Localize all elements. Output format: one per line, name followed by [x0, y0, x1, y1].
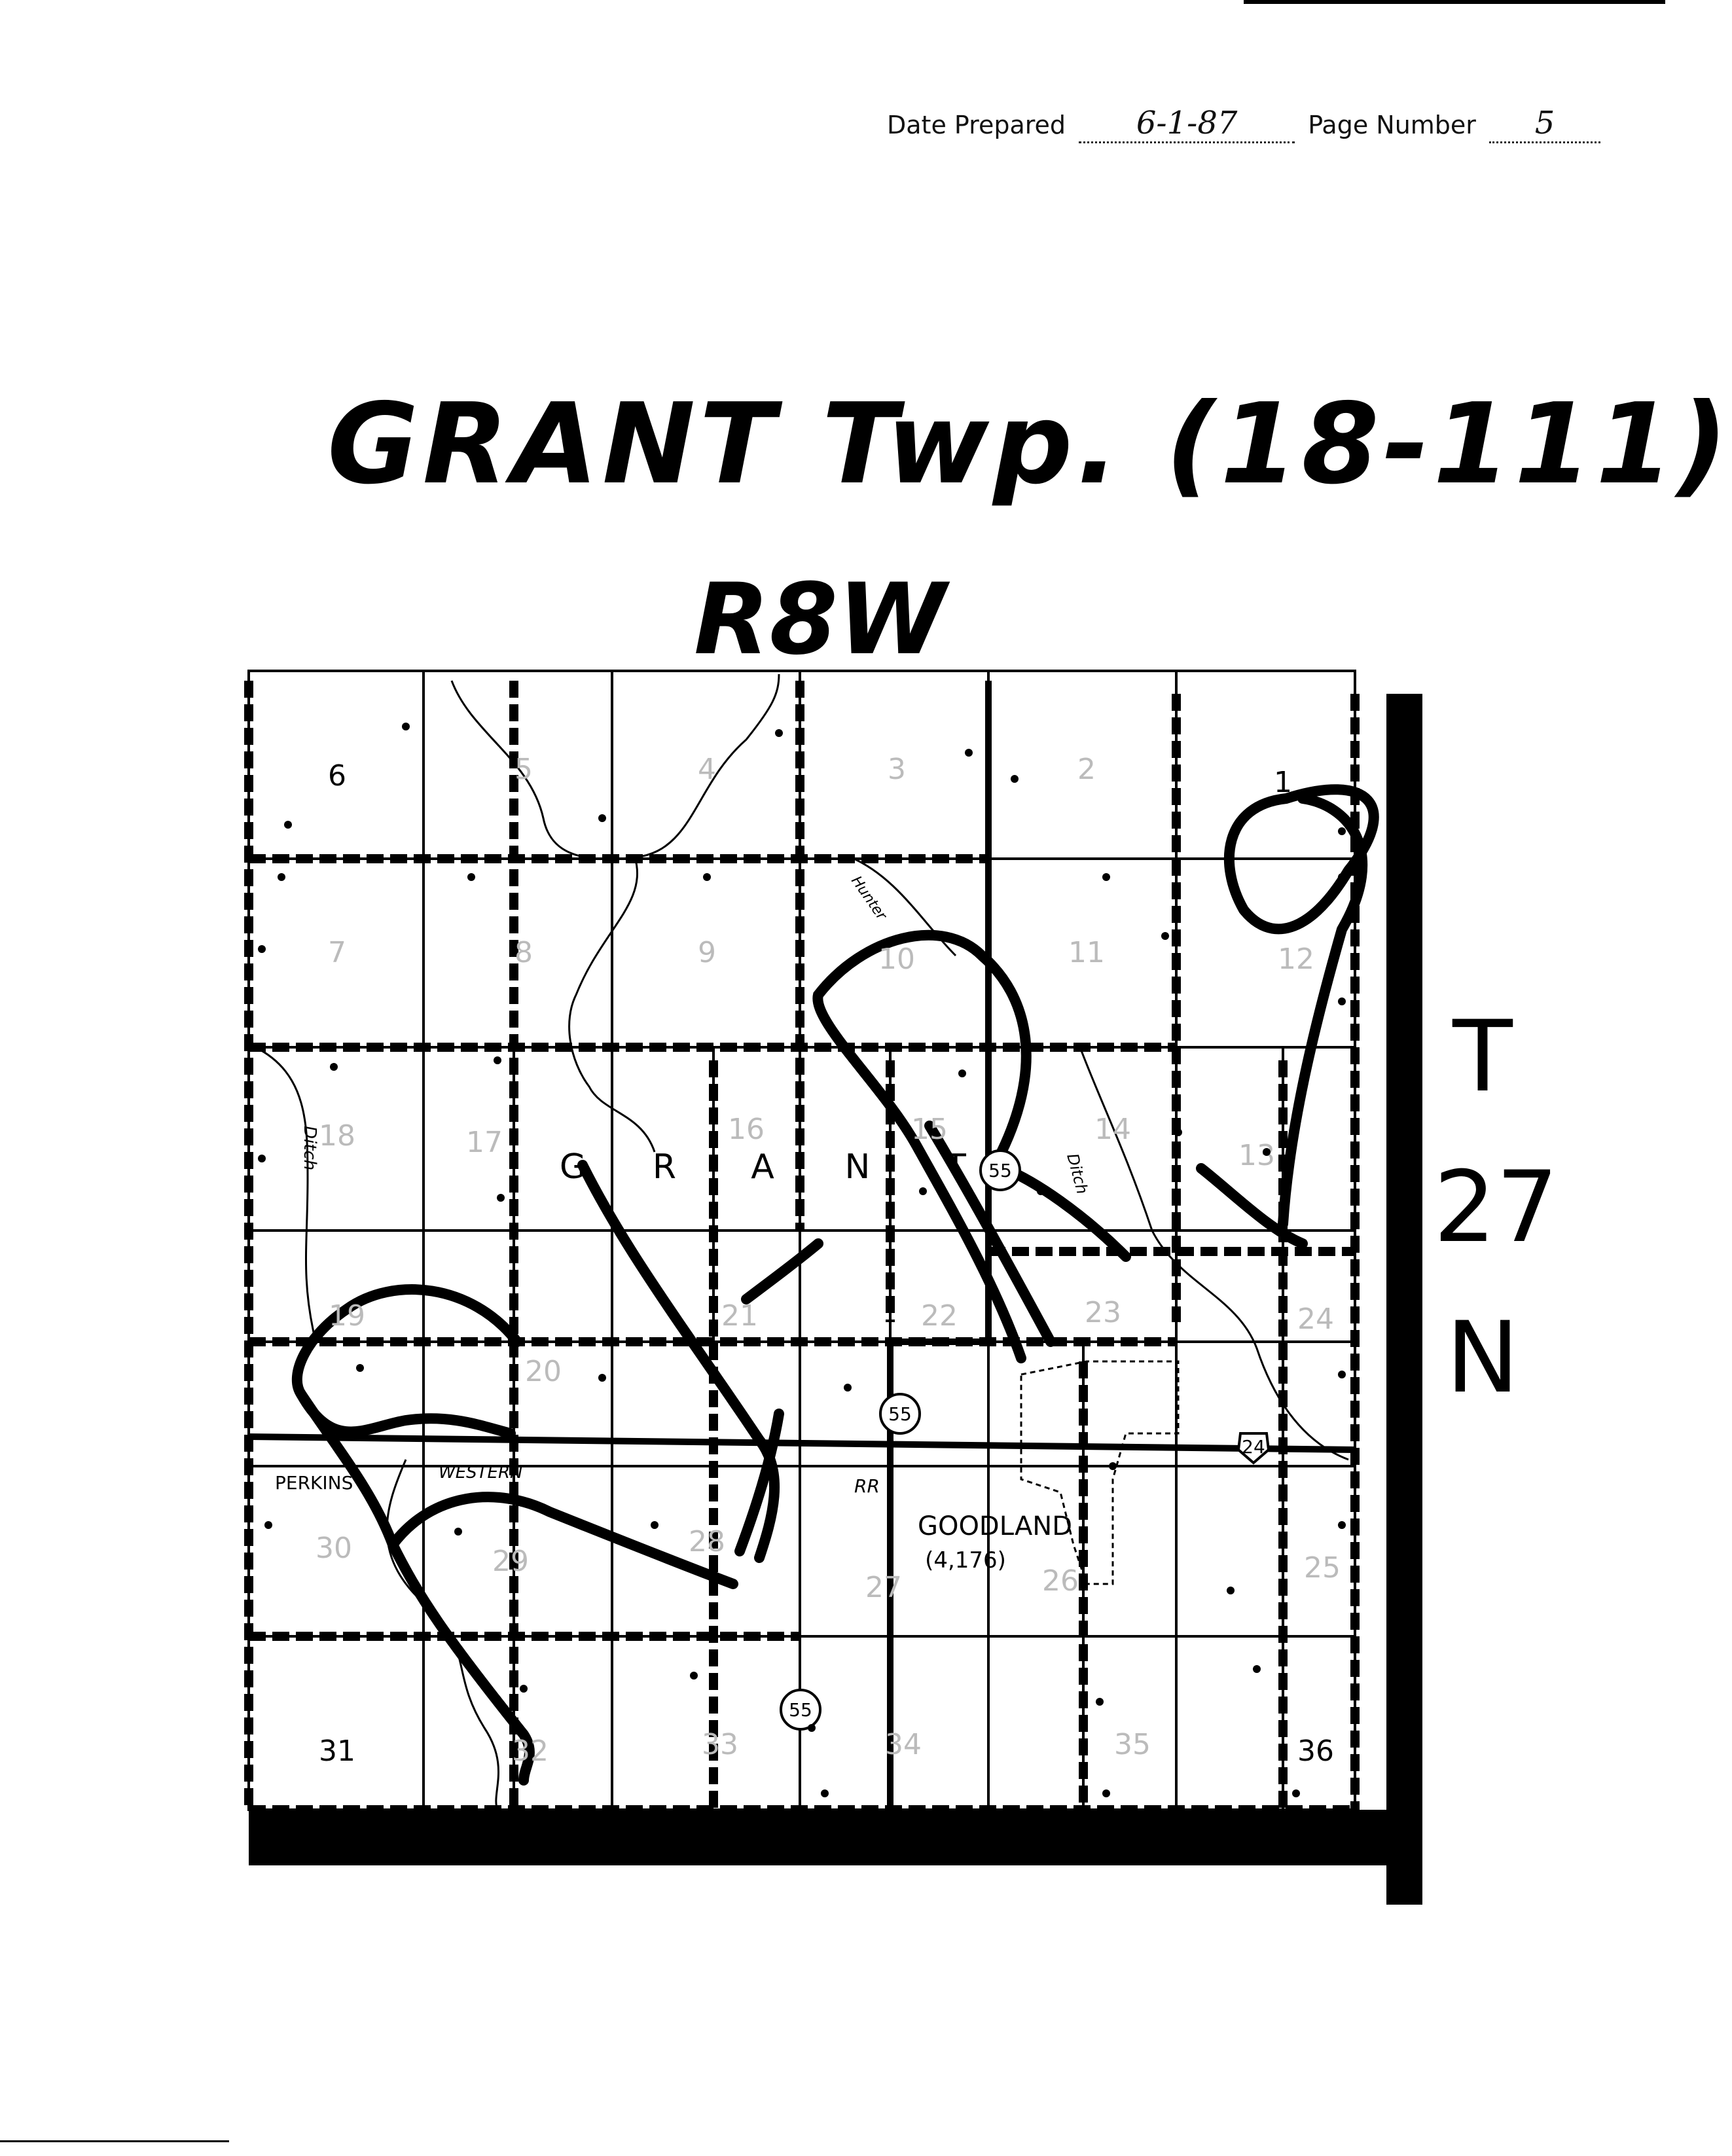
section-24: 24 [1297, 1303, 1334, 1336]
township-title: GRANT Twp. (18-111) [327, 380, 1732, 509]
section-36: 36 [1297, 1734, 1334, 1768]
svg-text:24: 24 [1242, 1436, 1265, 1458]
top-border-line [1244, 0, 1665, 4]
section-3: 3 [888, 753, 906, 786]
section-25: 25 [1304, 1551, 1341, 1585]
section-23: 23 [1085, 1296, 1121, 1329]
section-18: 18 [319, 1119, 355, 1153]
grant-letter-g: G [560, 1147, 586, 1187]
frame-shadow-right [1386, 694, 1422, 1905]
grant-letter-n: N [845, 1147, 871, 1187]
date-prepared-label: Date Prepared [887, 111, 1066, 139]
section-9: 9 [698, 936, 716, 969]
grant-letter-a: A [751, 1147, 774, 1187]
highway-24 [248, 1433, 1356, 1453]
frame-shadow-bottom [249, 1810, 1422, 1865]
goodland-label: GOODLAND [918, 1511, 1072, 1541]
marker-annotations [291, 784, 1379, 1786]
section-10: 10 [878, 943, 915, 976]
section-4: 4 [698, 753, 716, 786]
hunter-creek-label: Hunter [848, 873, 890, 924]
section-12: 12 [1278, 943, 1314, 976]
section-33: 33 [702, 1728, 738, 1761]
svg-text:55: 55 [888, 1403, 912, 1425]
map-frame [247, 670, 1422, 1905]
township-number: 27 [1434, 1151, 1559, 1265]
township-roads [244, 681, 1360, 1814]
date-prepared-value: 6-1-87 [1079, 105, 1295, 143]
form-header: Date Prepared 6-1-87 Page Number 5 [887, 105, 1606, 143]
place-labels: GOODLAND (4,176) PERKINS WESTERN RR Hunt… [275, 873, 1092, 1573]
township-label: T 27 N [1434, 982, 1559, 1433]
section-11: 11 [1068, 936, 1105, 969]
goodland-town-area [1020, 1360, 1180, 1585]
section-32: 32 [512, 1734, 549, 1768]
perkins-label: PERKINS [275, 1472, 353, 1494]
goodland-population: (4,176) [925, 1547, 1006, 1573]
ditch-label-west: Ditch [300, 1126, 319, 1170]
highway-shields: 55 55 55 24 [780, 1149, 1271, 1731]
section-22: 22 [921, 1299, 958, 1333]
page-number-label: Page Number [1308, 111, 1476, 139]
section-21: 21 [721, 1299, 758, 1333]
section-16: 16 [728, 1113, 765, 1146]
section-17: 17 [466, 1126, 503, 1159]
section-34: 34 [885, 1728, 922, 1761]
section-14: 14 [1094, 1113, 1131, 1146]
township-letter-n: N [1445, 1301, 1520, 1415]
section-35: 35 [1114, 1728, 1151, 1761]
section-26: 26 [1042, 1564, 1079, 1598]
rr-label: RR [854, 1475, 880, 1497]
ditch-label-east: Ditch [1063, 1151, 1091, 1196]
section-20: 20 [525, 1355, 562, 1388]
section-6: 6 [328, 759, 346, 793]
section-2: 2 [1077, 753, 1096, 786]
western-railroad-label: WESTERN [439, 1463, 522, 1482]
section-7: 7 [328, 936, 346, 969]
section-13: 13 [1238, 1139, 1275, 1172]
section-numbers: 6 5 4 3 2 1 7 8 9 10 11 12 18 17 16 15 1… [316, 753, 1341, 1768]
route-55-shield-middle: 55 [879, 1393, 921, 1435]
township-map: 6 5 4 3 2 1 7 8 9 10 11 12 18 17 16 15 1… [244, 670, 1422, 1905]
bottom-border-line [0, 2140, 229, 2142]
section-28: 28 [689, 1525, 725, 1558]
section-19: 19 [329, 1299, 365, 1333]
range-label: R8W [694, 563, 947, 677]
section-15: 15 [911, 1113, 948, 1146]
section-5: 5 [514, 753, 533, 786]
township-letter-t: T [1452, 1000, 1513, 1114]
route-55-shield-south: 55 [780, 1689, 821, 1731]
section-31: 31 [319, 1734, 355, 1768]
township-name-letters: G R A N T [560, 1147, 966, 1187]
section-30: 30 [316, 1532, 352, 1565]
grant-letter-r: R [653, 1147, 676, 1187]
section-29: 29 [492, 1545, 529, 1578]
us-24-shield: 24 [1236, 1432, 1271, 1465]
section-1: 1 [1274, 766, 1292, 799]
svg-text:55: 55 [789, 1699, 812, 1721]
route-55-shield-north: 55 [979, 1149, 1021, 1191]
section-27: 27 [865, 1571, 902, 1604]
svg-text:55: 55 [988, 1160, 1012, 1181]
farmstead-markers [258, 723, 1346, 1797]
grant-letter-t: T [945, 1147, 966, 1187]
section-8: 8 [514, 936, 533, 969]
page-number-value: 5 [1489, 105, 1601, 143]
